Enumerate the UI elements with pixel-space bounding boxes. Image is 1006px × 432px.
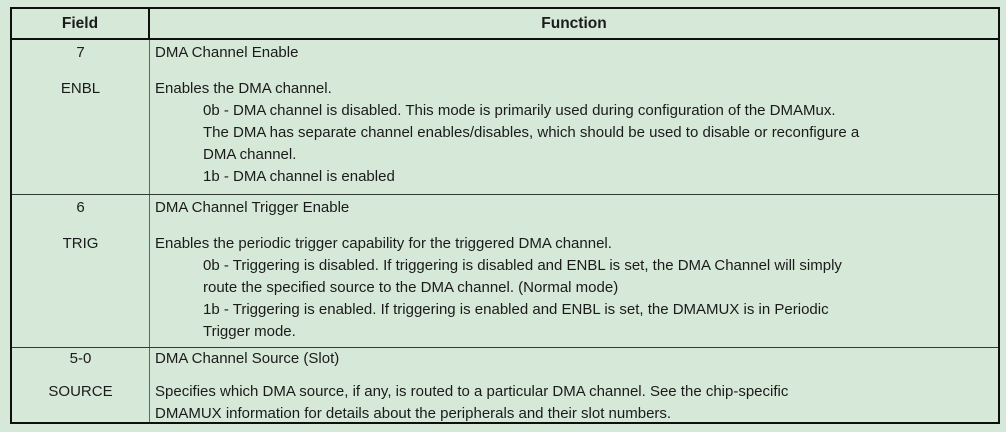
function-body: Enables the DMA channel. 0b - DMA channe…: [155, 78, 994, 188]
function-cell: DMA Channel Enable Enables the DMA chann…: [150, 40, 998, 194]
field-bits: 6: [76, 199, 85, 216]
table-row: 7 ENBL DMA Channel Enable Enables the DM…: [12, 40, 998, 194]
register-field-table: Field Function 7 ENBL DMA Channel Enable…: [10, 7, 1000, 424]
function-title: DMA Channel Source (Slot): [155, 350, 340, 367]
table-row: 6 TRIG DMA Channel Trigger Enable Enable…: [12, 194, 998, 347]
table-row: 5-0 SOURCE DMA Channel Source (Slot) Spe…: [12, 347, 998, 422]
field-cell: 6 TRIG: [12, 195, 150, 347]
field-bits: 5-0: [69, 350, 92, 367]
function-title: DMA Channel Trigger Enable: [155, 199, 350, 216]
field-bits: 7: [76, 44, 85, 61]
function-intro: Enables the periodic trigger capability …: [155, 235, 612, 252]
field-name: ENBL: [60, 80, 101, 97]
field-cell: 5-0 SOURCE: [12, 348, 150, 422]
function-cell: DMA Channel Trigger Enable Enables the p…: [150, 195, 998, 347]
function-intro: Specifies which DMA source, if any, is r…: [155, 383, 789, 422]
header-cell-field: Field: [12, 9, 150, 38]
function-details: 0b - Triggering is disabled. If triggeri…: [203, 257, 842, 340]
field-name: SOURCE: [48, 383, 113, 400]
function-body: Specifies which DMA source, if any, is r…: [155, 381, 994, 422]
function-details: 0b - DMA channel is disabled. This mode …: [203, 102, 860, 185]
field-cell: 7 ENBL: [12, 40, 150, 194]
function-body: Enables the periodic trigger capability …: [155, 233, 994, 343]
header-cell-function: Function: [541, 14, 607, 32]
field-name: TRIG: [62, 235, 99, 252]
table-header-row: Field Function: [12, 9, 998, 40]
function-intro: Enables the DMA channel.: [155, 80, 332, 97]
function-cell: DMA Channel Source (Slot) Specifies whic…: [150, 348, 998, 422]
function-title: DMA Channel Enable: [155, 44, 299, 61]
